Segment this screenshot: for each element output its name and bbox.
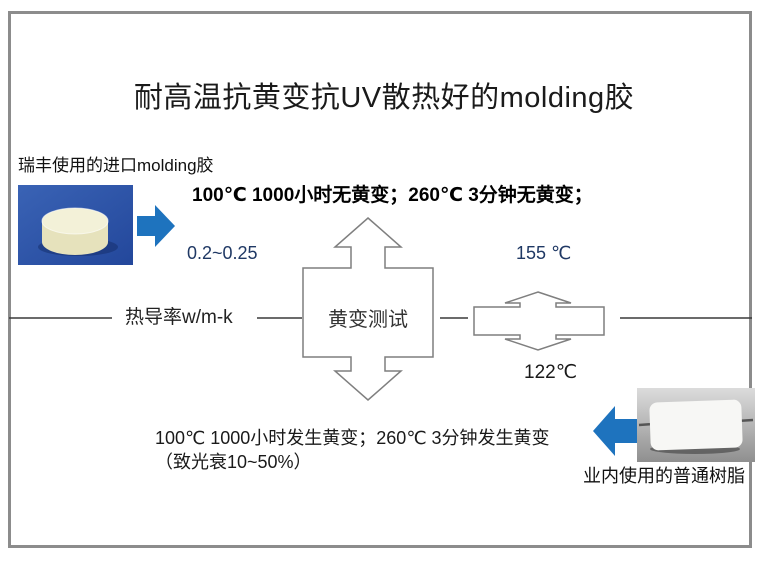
yellowing-test-label: 黄变测试 <box>328 309 408 331</box>
right-block-arrow-icon <box>137 205 175 247</box>
thermal-conductivity-axis-label: 热导率w/m-k <box>125 307 233 328</box>
left-block-arrow-icon <box>593 406 638 456</box>
temperature-top-value: 155 ℃ <box>516 243 572 263</box>
yellowing-result-line1: 100℃ 1000小时发生黄变；260℃ 3分钟发生黄变 <box>155 428 550 448</box>
yellowing-result-line2: （致光衰10~50%） <box>155 452 312 472</box>
yellowing-result-text: 100℃ 1000小时发生黄变；260℃ 3分钟发生黄变 （致光衰10~50%） <box>155 426 550 474</box>
imported-molding-compound-image <box>18 185 133 265</box>
temperature-bottom-value: 122℃ <box>524 362 578 383</box>
slide-title: 耐高温抗黄变抗UV散热好的molding胶 <box>133 82 635 114</box>
right-product-label: 业内使用的普通树脂 <box>583 466 745 486</box>
common-resin-image <box>637 388 755 462</box>
no-yellowing-result-text: 100℃ 1000小时无黄变；260℃ 3分钟无黄变； <box>192 185 593 206</box>
thermal-conductivity-left-value: 0.2~0.25 <box>187 243 258 263</box>
slide-border-frame <box>8 11 752 548</box>
left-product-label: 瑞丰使用的进口molding胶 <box>18 156 214 175</box>
vertical-double-arrow-callout-icon <box>302 217 434 401</box>
horizontal-bar-up-down-arrow-icon <box>473 291 605 351</box>
